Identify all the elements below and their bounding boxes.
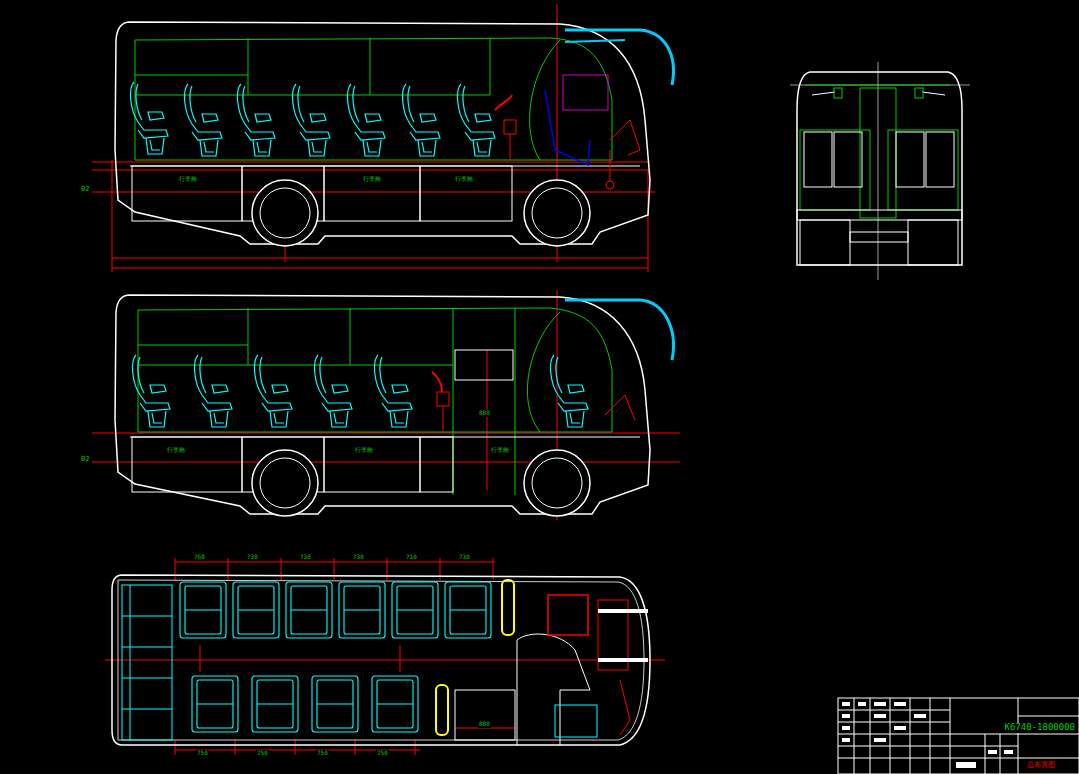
dimension: 710 <box>405 554 418 561</box>
bay-label: 行李舱 <box>166 447 186 454</box>
dimension: 750 <box>256 750 269 757</box>
side-view-1 <box>92 4 673 272</box>
dimension: 760 <box>193 554 206 561</box>
dimension: 730 <box>458 554 471 561</box>
dimension: 730 <box>299 554 312 561</box>
dimension: 880 <box>478 721 491 728</box>
front-view <box>790 62 970 280</box>
bay-label: 行李舱 <box>354 447 374 454</box>
bay-label: 行李舱 <box>490 447 510 454</box>
bay-label: 行李舱 <box>178 176 198 183</box>
bay-label: 行李舱 <box>362 176 382 183</box>
plan-view <box>105 558 665 755</box>
dimension: 750 <box>316 750 329 757</box>
side-view-2 <box>92 290 680 520</box>
title-block <box>838 698 1079 774</box>
dimension: 750 <box>196 750 209 757</box>
dimension: 880 <box>478 410 491 417</box>
drawing-title: 总布置图 <box>1026 762 1056 770</box>
axis-mark: 02 <box>80 186 90 194</box>
bay-label: 行李舱 <box>454 176 474 183</box>
dimension: 730 <box>352 554 365 561</box>
dimension: 750 <box>376 750 389 757</box>
drawing-number: K6740-1800000 <box>1004 723 1076 733</box>
dimension: 730 <box>246 554 259 561</box>
axis-mark: 02 <box>80 456 90 464</box>
